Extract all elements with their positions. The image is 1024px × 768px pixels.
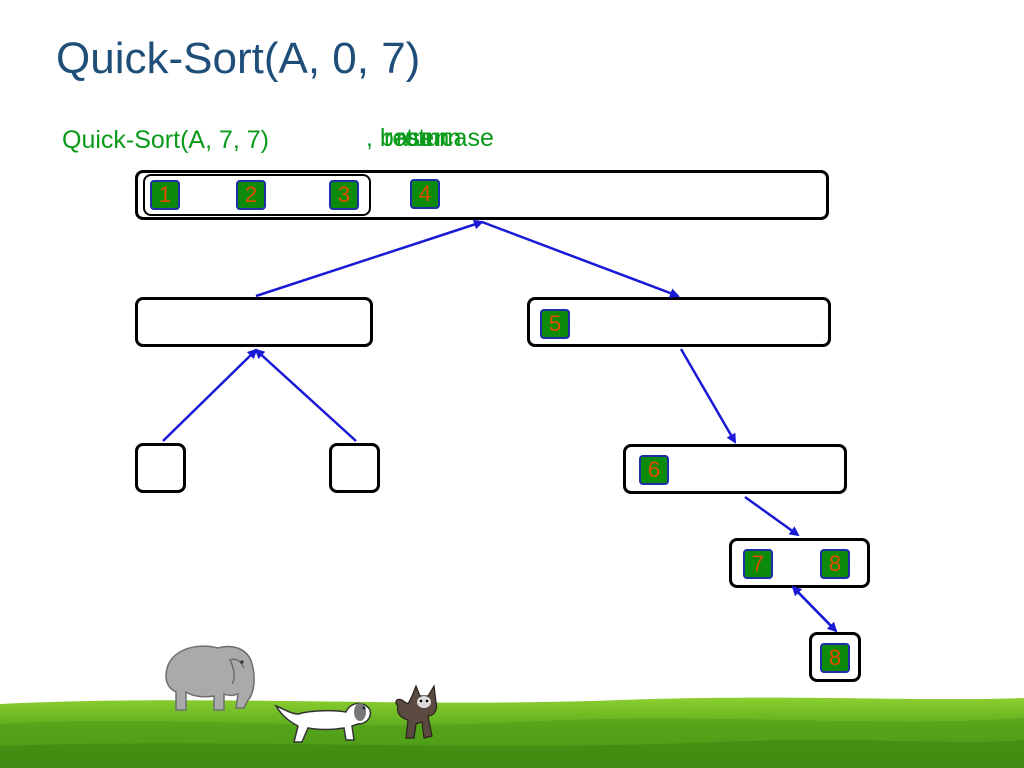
cat-image: [395, 684, 438, 739]
grass-ground-image: [0, 697, 1024, 768]
element-square-4: 4: [410, 179, 440, 209]
element-square-8: 8: [820, 549, 850, 579]
array-node-right: [527, 297, 831, 347]
element-square-8-bottom: 8: [820, 643, 850, 673]
slide-title: Quick-Sort(A, 0, 7): [56, 34, 421, 83]
arrow-call-right-child: [679, 348, 737, 444]
arrow-return-ll: [162, 348, 258, 442]
arrow-call-right: [481, 220, 680, 298]
array-node-left-right: [329, 443, 380, 493]
recursive-call-label: Quick-Sort(A, 7, 7): [62, 126, 269, 154]
arrow-return-lr: [254, 348, 357, 442]
arrow-call-pair: [744, 495, 800, 537]
return-label: return: [384, 124, 450, 152]
element-square-3: 3: [329, 180, 359, 210]
partition-highlight: [143, 174, 371, 216]
element-square-7: 7: [743, 549, 773, 579]
dog-image: [274, 702, 372, 743]
arrow-return-single: [791, 585, 837, 632]
base-case-label: , base case: [366, 124, 494, 152]
arrow-return-left: [255, 219, 484, 298]
element-square-5: 5: [540, 309, 570, 339]
array-node-left: [135, 297, 373, 347]
element-square-1: 1: [150, 180, 180, 210]
return-label-2: return: [396, 124, 462, 152]
element-square-6: 6: [639, 455, 669, 485]
element-square-2: 2: [236, 180, 266, 210]
array-node-left-left: [135, 443, 186, 493]
elephant-image: [165, 645, 255, 711]
